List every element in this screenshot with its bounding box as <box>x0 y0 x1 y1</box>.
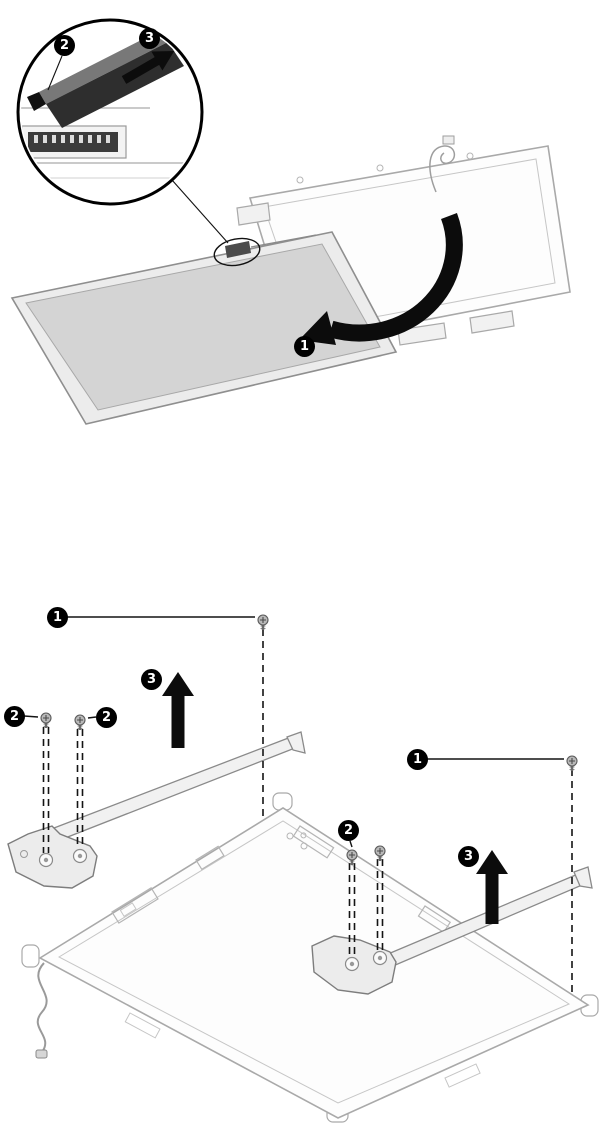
display-panel <box>10 231 398 425</box>
cover-hinge-cutout-right <box>292 825 335 859</box>
lift-arrow-left <box>162 672 194 748</box>
display-cable-pigtail <box>35 962 48 1059</box>
callout-badge-left-bracket-screw-a: 2 <box>4 706 25 727</box>
cover-hinge-cutout-left <box>111 887 159 924</box>
left-hinge-bracket <box>7 825 98 889</box>
panel-cable <box>250 234 317 248</box>
screw-right-2b <box>373 844 387 863</box>
right-hinge-rail <box>387 866 593 967</box>
cover-hinge-cutout-top <box>236 202 271 226</box>
callout-leader-lines <box>23 616 564 848</box>
screw-guide-lines <box>42 629 573 992</box>
callout-badge-left-hinge-lift: 3 <box>141 669 162 690</box>
zif-socket <box>21 125 127 159</box>
disconnect-arrow <box>121 51 175 84</box>
cover-hinge-bottom-b <box>469 310 515 334</box>
lift-arrow-right <box>476 850 508 924</box>
display-back-cover-bottom <box>21 792 599 1123</box>
callout-badge-right-hinge-lift: 3 <box>458 846 479 867</box>
figure-top <box>10 18 571 425</box>
screw-left-1 <box>256 613 270 632</box>
connector-callout-ellipse <box>171 179 261 267</box>
callout-badge-left-bracket-screw-b: 2 <box>96 707 117 728</box>
magnifier-leader-line <box>171 179 229 244</box>
callout-badge-right-hinge-screw: 1 <box>407 749 428 770</box>
callout-badge-cable-connector: 2 <box>54 35 75 56</box>
callout-badge-panel-rotate: 1 <box>294 336 315 357</box>
right-hinge-bracket <box>311 935 397 995</box>
magnifier-callout <box>16 18 204 206</box>
screw-right-1 <box>565 754 579 773</box>
screw-left-2a <box>39 711 53 730</box>
callout-badge-cable-disconnect: 3 <box>139 28 160 49</box>
figure-bottom <box>7 613 599 1123</box>
screw-left-2b <box>73 713 87 732</box>
callout-badge-left-hinge-screw: 1 <box>47 607 68 628</box>
antenna-cable <box>429 135 456 193</box>
panel-cable-connector <box>225 241 251 258</box>
connector-badge-leader <box>47 55 63 91</box>
callout-badge-right-bracket-screws: 2 <box>338 820 359 841</box>
